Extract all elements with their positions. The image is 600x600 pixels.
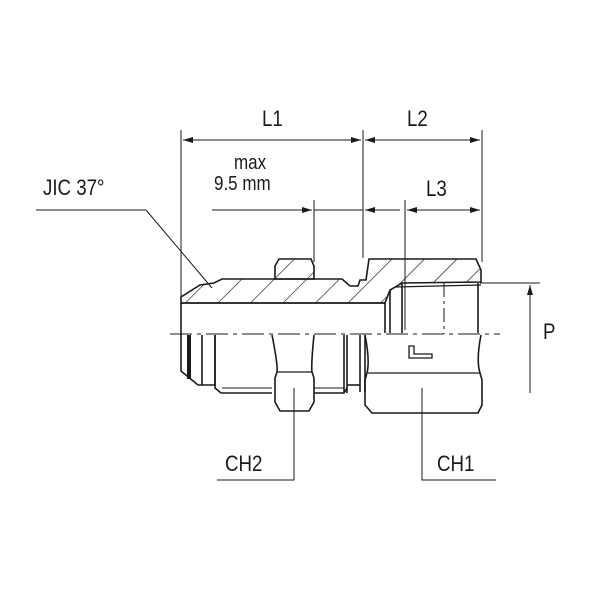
label-l2: L2 xyxy=(407,106,428,131)
label-ch2: CH2 xyxy=(225,451,263,476)
ch2-leader xyxy=(217,388,295,481)
label-max: max xyxy=(234,152,267,174)
label-ch1: CH1 xyxy=(437,451,475,476)
label-p: P xyxy=(543,319,556,344)
label-l3: L3 xyxy=(426,176,447,201)
section-view xyxy=(180,258,482,304)
label-jic: JIC 37° xyxy=(43,175,105,200)
brand-logo-icon xyxy=(408,345,433,359)
label-max-value: 9.5 mm xyxy=(214,173,271,195)
ch1-leader xyxy=(421,388,496,481)
label-l1: L1 xyxy=(262,106,283,131)
